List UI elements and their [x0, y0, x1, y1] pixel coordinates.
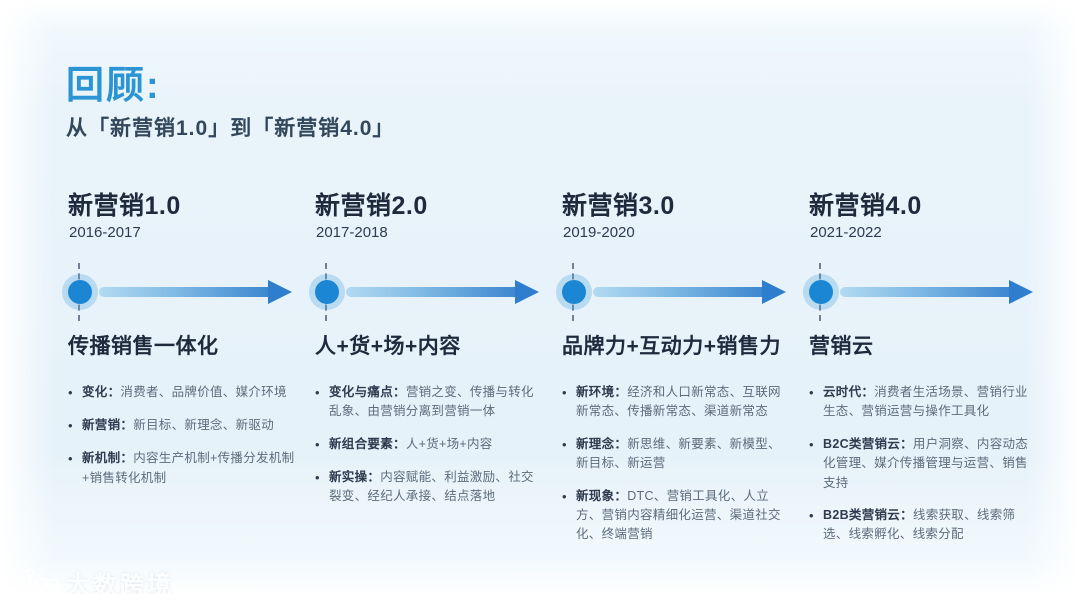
bullet-dot-icon: •: [562, 488, 567, 504]
bullet-text: 新思维、新要素、新模型、新目标、新运营: [576, 436, 781, 471]
phase-name: 新营销2.0: [315, 192, 428, 220]
phase-bullets: • 新环境：经济和人口新常态、互联网新常态、传播新常态、渠道新常态 • 新理念：…: [562, 383, 790, 558]
phase-years: 2019-2020: [563, 224, 635, 241]
bullet-lead: B2B类营销云：: [823, 507, 913, 522]
bullet-lead: 新理念：: [576, 436, 628, 451]
bullet-text: 经济和人口新常态、互联网新常态、传播新常态、渠道新常态: [576, 385, 781, 419]
timeline-dot: [562, 280, 586, 304]
bullet-lead: 新现象：: [576, 488, 628, 503]
list-item: • 新实操：内容赋能、利益激励、社交裂变、经纪人承接、结点落地: [315, 468, 543, 507]
list-item: • 新机制：内容生产机制+传播分发机制+销售转化机制: [68, 449, 296, 488]
phase-name: 新营销1.0: [68, 192, 181, 220]
timeline-arrow-head-icon: [515, 280, 539, 304]
phase-heading: 传播销售一体化: [68, 335, 219, 358]
list-item: • B2B类营销云：线索获取、线索筛选、线索孵化、线索分配: [809, 506, 1037, 545]
bullet-lead: 新机制：: [82, 451, 134, 466]
timeline-arrow-head-icon: [268, 280, 292, 304]
timeline-segment: [62, 263, 315, 321]
timeline-dot: [809, 280, 833, 304]
bullet-text: 线索获取、线索筛选、线索孵化、线索分配: [823, 507, 1016, 542]
phase-column-2: 新营销2.0 2017-2018 人+货+场+内容 • 变化与痛点：营销之变、传…: [309, 0, 547, 608]
timeline-dot: [315, 280, 339, 304]
list-item: • 变化与痛点：营销之变、传播与转化乱象、由营销分离到营销一体: [315, 383, 543, 422]
slide-title: 回顾:: [66, 65, 161, 107]
bullet-dot-icon: •: [68, 385, 73, 400]
phase-column-4: 新营销4.0 2021-2022 营销云 • 云时代：消费者生活场景、营销行业生…: [803, 0, 1041, 608]
list-item: • B2C类营销云：用户洞察、内容动态化管理、媒介传播管理与运营、销售支持: [809, 435, 1037, 493]
phase-name: 新营销3.0: [562, 192, 675, 220]
bullet-text: 内容赋能、利益激励、社交裂变、经纪人承接、结点落地: [329, 469, 534, 504]
bullet-text: 消费者生活场景、营销行业生态、营销运营与操作工具化: [823, 385, 1028, 419]
phase-bullets: • 变化：消费者、品牌价值、媒介环境 • 新营销：新目标、新理念、新驱动 • 新…: [68, 383, 296, 501]
bullet-lead: 新组合要素：: [329, 436, 406, 451]
phase-bullets: • 变化与痛点：营销之变、传播与转化乱象、由营销分离到营销一体 • 新组合要素：…: [315, 383, 543, 520]
phase-name: 新营销4.0: [809, 192, 922, 220]
bullet-lead: 新环境：: [576, 385, 628, 399]
bottom-white-strip: [0, 594, 1080, 608]
bullet-text: 内容生产机制+传播分发机制+销售转化机制: [82, 451, 295, 485]
list-item: • 新环境：经济和人口新常态、互联网新常态、传播新常态、渠道新常态: [562, 383, 790, 422]
phase-heading: 人+货+场+内容: [315, 335, 461, 358]
bullet-dot-icon: •: [809, 436, 814, 452]
phase-column-1: 新营销1.0 2016-2017 传播销售一体化 • 变化：消费者、品牌价值、媒…: [62, 0, 300, 608]
bullet-dot-icon: •: [809, 507, 814, 523]
bullet-lead: 新实操：: [329, 469, 381, 484]
bullet-lead: 新营销：: [82, 418, 134, 433]
phase-bullets: • 云时代：消费者生活场景、营销行业生态、营销运营与操作工具化 • B2C类营销…: [809, 383, 1037, 558]
slide-subtitle: 从「新营销1.0」到「新营销4.0」: [66, 117, 395, 140]
timeline-segment: [803, 263, 1056, 321]
timeline-arrow-head-icon: [762, 280, 786, 304]
phase-years: 2021-2022: [810, 224, 882, 241]
timeline-arrow-head-icon: [1009, 280, 1033, 304]
bullet-dot-icon: •: [68, 451, 73, 467]
bullet-text: 消费者、品牌价值、媒介环境: [120, 385, 287, 399]
brand-logo-icon: [24, 567, 59, 598]
bullet-dot-icon: •: [315, 385, 320, 400]
timeline-arrow-body: [840, 287, 1010, 297]
bullet-dot-icon: •: [809, 385, 814, 400]
timeline-segment: [556, 263, 809, 321]
bullet-dot-icon: •: [562, 436, 567, 452]
timeline-arrow-body: [99, 287, 269, 297]
bullet-dot-icon: •: [315, 436, 320, 452]
list-item: • 新理念：新思维、新要素、新模型、新目标、新运营: [562, 435, 790, 474]
list-item: • 新组合要素：人+货+场+内容: [315, 435, 543, 455]
bullet-text: 新目标、新理念、新驱动: [133, 418, 275, 433]
phase-years: 2016-2017: [69, 224, 141, 241]
bullet-dot-icon: •: [315, 469, 320, 485]
bullet-dot-icon: •: [562, 385, 567, 400]
timeline-arrow-body: [346, 287, 516, 297]
bullet-text: 用户洞察、内容动态化管理、媒介传播管理与运营、销售支持: [823, 436, 1029, 490]
timeline-segment: [309, 263, 562, 321]
bullet-lead: B2C类营销云：: [823, 436, 913, 451]
bullet-dot-icon: •: [68, 418, 73, 434]
phase-heading: 营销云: [809, 335, 874, 358]
phase-years: 2017-2018: [316, 224, 388, 241]
timeline-dot: [68, 280, 92, 304]
phase-column-3: 新营销3.0 2019-2020 品牌力+互动力+销售力 • 新环境：经济和人口…: [556, 0, 794, 608]
list-item: • 变化：消费者、品牌价值、媒介环境: [68, 383, 296, 403]
list-item: • 新营销：新目标、新理念、新驱动: [68, 416, 296, 436]
bullet-lead: 云时代：: [823, 385, 875, 399]
bullet-lead: 变化：: [82, 385, 121, 399]
bullet-lead: 变化与痛点：: [329, 385, 406, 399]
bullet-text: DTC、营销工具化、人立方、营销内容精细化运营、渠道社交化、终端营销: [576, 488, 781, 542]
bullet-text: 营销之变、传播与转化乱象、由营销分离到营销一体: [329, 385, 534, 419]
bullet-text: 人+货+场+内容: [405, 436, 493, 451]
timeline-arrow-body: [593, 287, 763, 297]
list-item: • 新现象：DTC、营销工具化、人立方、营销内容精细化运营、渠道社交化、终端营销: [562, 487, 790, 545]
phase-heading: 品牌力+互动力+销售力: [562, 335, 782, 358]
list-item: • 云时代：消费者生活场景、营销行业生态、营销运营与操作工具化: [809, 383, 1037, 422]
